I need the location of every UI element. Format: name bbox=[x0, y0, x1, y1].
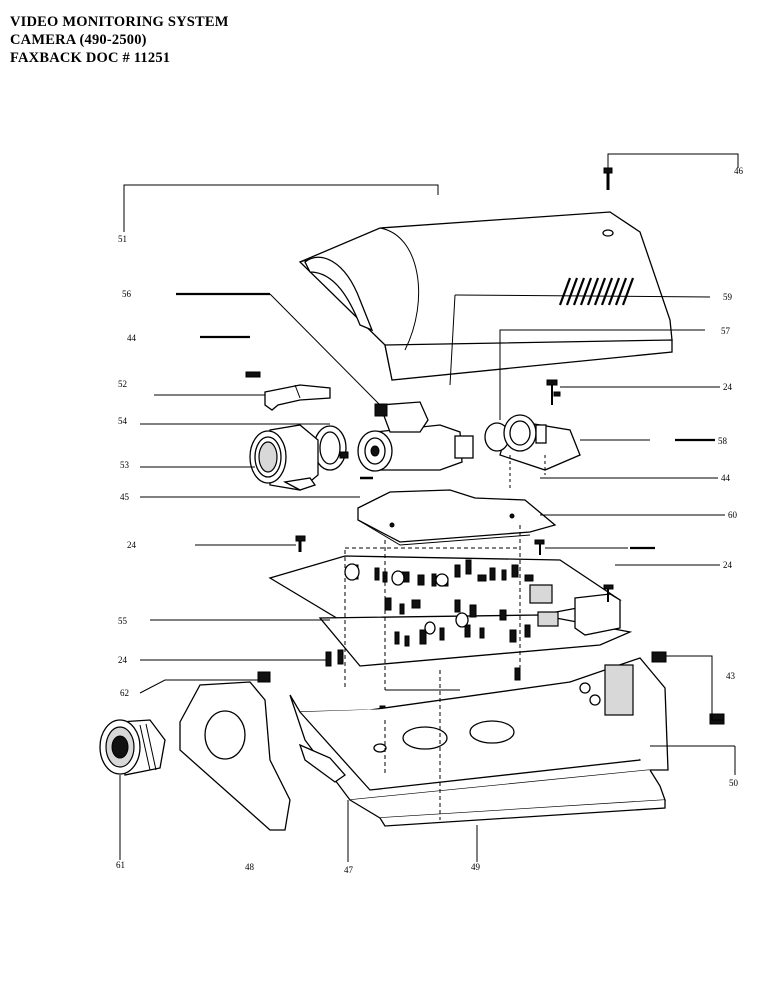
screw-24-upper bbox=[546, 379, 561, 405]
screw-24-mid bbox=[534, 539, 614, 602]
callout-54: 54 bbox=[118, 416, 128, 426]
doc-title: VIDEO MONITORING SYSTEM bbox=[10, 14, 229, 30]
callout-24-upper: 24 bbox=[723, 382, 733, 392]
callout-60: 60 bbox=[728, 510, 738, 520]
lens-61 bbox=[99, 719, 166, 776]
callout-43: 43 bbox=[726, 671, 736, 681]
callout-24-right: 24 bbox=[723, 560, 733, 570]
connector-43 bbox=[651, 651, 725, 725]
doc-model: CAMERA (490-2500) bbox=[10, 32, 147, 48]
callout-24-lower: 24 bbox=[118, 655, 128, 665]
callout-47: 47 bbox=[344, 865, 354, 875]
callout-58: 58 bbox=[718, 436, 728, 446]
callout-53: 53 bbox=[120, 460, 130, 470]
lens-mount-53 bbox=[249, 424, 319, 491]
callout-44-right: 44 bbox=[721, 473, 731, 483]
screw-24-left bbox=[295, 535, 306, 552]
callout-52: 52 bbox=[118, 379, 127, 389]
callout-45: 45 bbox=[120, 492, 130, 502]
pcb-55 bbox=[268, 555, 633, 667]
housing-cover bbox=[298, 211, 673, 381]
callout-62: 62 bbox=[120, 688, 129, 698]
callout-49: 49 bbox=[471, 862, 481, 872]
front-bezel-48 bbox=[179, 671, 291, 831]
ring-54 bbox=[313, 425, 349, 471]
doc-faxback-number: FAXBACK DOC # 11251 bbox=[10, 50, 171, 66]
callout-61: 61 bbox=[116, 860, 125, 870]
callout-44-left: 44 bbox=[127, 333, 137, 343]
housing-vent-slots bbox=[558, 277, 635, 306]
callout-59: 59 bbox=[723, 292, 733, 302]
callout-51: 51 bbox=[118, 234, 127, 244]
callout-labels: 46 51 56 59 44 57 52 24 54 58 53 44 45 6… bbox=[116, 166, 744, 875]
callout-55: 55 bbox=[118, 616, 128, 626]
screw-46 bbox=[603, 167, 613, 190]
callout-57: 57 bbox=[721, 326, 731, 336]
callout-50: 50 bbox=[729, 778, 739, 788]
callout-24-left: 24 bbox=[127, 540, 137, 550]
iris-assembly-57 bbox=[484, 414, 581, 471]
base-chassis bbox=[289, 657, 669, 827]
lens-assembly-56 bbox=[357, 401, 474, 472]
callout-48: 48 bbox=[245, 862, 255, 872]
leader-lines bbox=[119, 153, 739, 862]
callout-56: 56 bbox=[122, 289, 132, 299]
callout-46: 46 bbox=[734, 166, 744, 176]
mounting-plate-60 bbox=[357, 489, 557, 546]
bracket-52 bbox=[245, 371, 331, 411]
